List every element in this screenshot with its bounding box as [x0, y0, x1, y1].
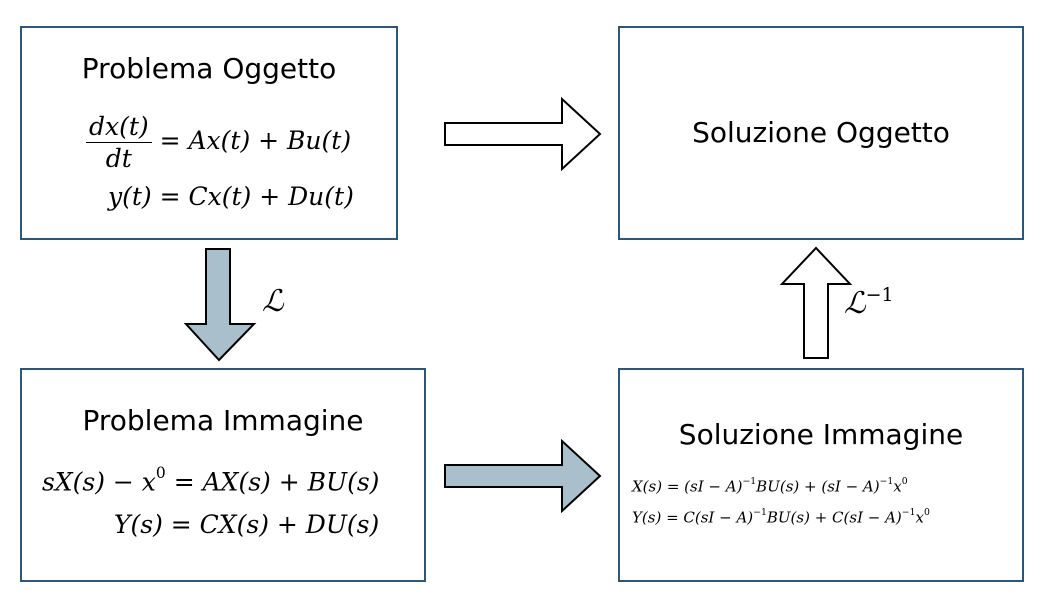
- image-solution-output: Y(s) = C(sI − A)−1BU(s) + C(sI − A)−1x0: [632, 507, 930, 526]
- sol-state-part-c: x: [893, 477, 902, 496]
- object-output-equation: y(t) = Cx(t) + Du(t): [108, 182, 354, 211]
- object-problem-title: Problema Oggetto: [81, 52, 337, 85]
- sol-output-part-c: x: [915, 508, 924, 527]
- image-state-lhs: sX(s) − x: [42, 467, 156, 497]
- sol-output-sup-3: 0: [923, 507, 930, 518]
- derivative-fraction: dx(t) dt: [86, 112, 152, 173]
- image-problem-title: Problema Immagine: [82, 404, 364, 437]
- laplace-down-arrow-icon: [183, 248, 257, 362]
- image-solution-state: X(s) = (sI − A)−1BU(s) + (sI − A)−1x0: [632, 476, 908, 495]
- image-problem-box: Problema Immagine sX(s) − x0 = AX(s) + B…: [20, 368, 426, 582]
- laplace-symbol: ℒ: [262, 284, 284, 319]
- image-state-rhs: = AX(s) + BU(s): [165, 467, 380, 497]
- image-solution-box: Soluzione Immagine X(s) = (sI − A)−1BU(s…: [618, 368, 1024, 582]
- sol-output-sup-1: −1: [753, 507, 767, 518]
- sol-output-part-b: BU(s) + C(sI − A): [766, 508, 902, 527]
- sol-state-part-a: X(s) = (sI − A): [632, 477, 743, 496]
- image-state-sup: 0: [155, 464, 166, 482]
- sol-state-part-b: BU(s) + (sI − A): [756, 477, 880, 496]
- top-right-arrow-icon: [444, 96, 602, 172]
- inverse-laplace-symbol: ℒ: [844, 286, 866, 321]
- sol-state-sup-2: −1: [879, 476, 894, 487]
- bottom-right-arrow-icon: [444, 438, 602, 514]
- derivative-numerator: dx(t): [86, 112, 152, 143]
- image-state-equation: sX(s) − x0 = AX(s) + BU(s): [42, 464, 379, 496]
- sol-state-sup-1: −1: [742, 476, 757, 487]
- derivative-denominator: dt: [105, 144, 132, 173]
- image-output-equation: Y(s) = CX(s) + DU(s): [114, 510, 380, 539]
- object-problem-box: Problema Oggetto dx(t) dt = Ax(t) + Bu(t…: [20, 26, 398, 240]
- state-equation-rhs: = Ax(t) + Bu(t): [159, 126, 352, 155]
- inverse-laplace-operator-label: ℒ−1: [844, 284, 894, 321]
- sol-output-sup-2: −1: [901, 507, 916, 518]
- image-solution-title: Soluzione Immagine: [678, 418, 964, 451]
- object-solution-box: Soluzione Oggetto: [618, 26, 1024, 240]
- laplace-operator-label: ℒ: [262, 284, 284, 319]
- sol-state-sup-3: 0: [901, 476, 908, 487]
- sol-output-part-a: Y(s) = C(sI − A): [632, 508, 754, 527]
- object-state-equation: dx(t) dt = Ax(t) + Bu(t): [86, 112, 351, 173]
- inverse-laplace-exponent: −1: [865, 284, 894, 306]
- inverse-laplace-up-arrow-icon: [779, 246, 853, 359]
- object-solution-title: Soluzione Oggetto: [692, 116, 950, 149]
